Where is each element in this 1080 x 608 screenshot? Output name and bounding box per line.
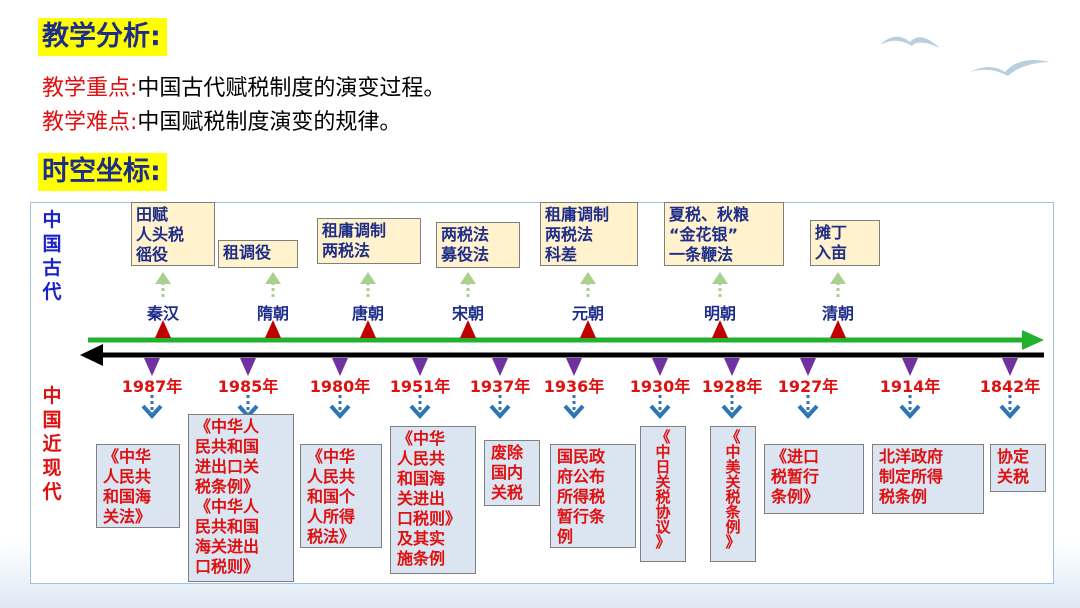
dynasty-marker xyxy=(712,320,728,338)
year-down-arrowhead xyxy=(899,404,921,419)
ancient-event-box: 租调役 xyxy=(218,240,298,268)
ancient-event-box: 租庸调制 两税法 科差 xyxy=(540,202,638,266)
year-label: 1928年 xyxy=(701,377,763,396)
year-marker xyxy=(412,358,428,376)
dynasty-marker xyxy=(265,320,281,338)
ancient-event-box: 租庸调制 两税法 xyxy=(317,218,421,264)
dynasty-marker xyxy=(830,320,846,338)
dynasty-label: 唐朝 xyxy=(351,304,385,323)
dynasty-marker xyxy=(360,320,376,338)
dynasty-marker xyxy=(155,320,171,338)
year-label: 1980年 xyxy=(309,377,371,396)
year-marker xyxy=(240,358,256,376)
modern-event-box: 《中华 人民共 和国个 人所得 税法》 xyxy=(300,444,382,548)
spacetime-heading: 时空坐标: xyxy=(38,153,167,191)
dynasty-up-arrowhead xyxy=(830,272,846,284)
modern-event-box: 《进口 税暂行 条例》 xyxy=(764,444,864,514)
year-down-arrowhead xyxy=(999,404,1021,419)
year-marker xyxy=(566,358,582,376)
year-marker xyxy=(652,358,668,376)
modern-event-box: 《中华 人民共 和国海 关进出 口税则》 及其实 施条例 xyxy=(390,426,476,574)
modern-timeline-arrowhead xyxy=(80,344,103,366)
modern-event-box: 《 中 日 关 税 协 议 》 xyxy=(640,426,686,562)
year-label: 1985年 xyxy=(217,377,279,396)
dynasty-up-arrowhead xyxy=(580,272,596,284)
year-label: 1927年 xyxy=(777,377,839,396)
focus-text: 中国古代赋税制度的演变过程。 xyxy=(137,76,446,101)
year-down-arrowhead xyxy=(141,404,163,419)
dynasty-marker xyxy=(460,320,476,338)
modern-event-box: 废除 国内 关税 xyxy=(484,440,540,506)
year-down-arrowhead xyxy=(563,404,585,419)
dynasty-label: 隋朝 xyxy=(256,304,290,323)
dynasty-marker xyxy=(580,320,596,338)
difficulty-label: 教学难点: xyxy=(42,110,138,135)
year-marker xyxy=(800,358,816,376)
year-label: 1987年 xyxy=(121,377,183,396)
analysis-heading: 教学分析: xyxy=(38,18,167,56)
ancient-event-box: 夏税、秋粮 “金花银” 一条鞭法 xyxy=(664,202,784,266)
dynasty-up-arrowhead xyxy=(712,272,728,284)
ancient-event-box: 摊丁 入亩 xyxy=(810,220,880,266)
focus-label: 教学重点: xyxy=(42,76,138,101)
modern-event-box: 协定 关税 xyxy=(990,444,1046,492)
modern-side-label: 中国近现代 xyxy=(42,385,62,503)
dynasty-label: 宋朝 xyxy=(451,304,485,323)
year-down-arrowhead xyxy=(721,404,743,419)
year-marker xyxy=(492,358,508,376)
dynasty-label: 元朝 xyxy=(571,304,605,323)
year-label: 1842年 xyxy=(979,377,1041,396)
focus-line: 教学重点:中国古代赋税制度的演变过程。 xyxy=(42,74,445,104)
ancient-event-box: 两税法 募役法 xyxy=(436,222,520,268)
dynasty-label: 明朝 xyxy=(703,304,737,323)
year-down-arrowhead xyxy=(797,404,819,419)
year-label: 1951年 xyxy=(389,377,451,396)
ancient-event-box: 田赋 人头税 徭役 xyxy=(131,202,215,266)
year-down-arrowhead xyxy=(489,404,511,419)
dynasty-up-arrowhead xyxy=(155,272,171,284)
dynasty-label: 秦汉 xyxy=(146,304,180,323)
modern-event-box: 国民政 府公布 所得税 暂行条 例 xyxy=(550,444,636,548)
modern-event-box: 北洋政府 制定所得 税条例 xyxy=(872,444,984,514)
year-marker xyxy=(902,358,918,376)
year-label: 1937年 xyxy=(469,377,531,396)
dynasty-up-arrowhead xyxy=(460,272,476,284)
ancient-timeline-arrowhead xyxy=(1022,330,1044,350)
year-marker xyxy=(1002,358,1018,376)
year-label: 1930年 xyxy=(629,377,691,396)
year-down-arrowhead xyxy=(409,404,431,419)
year-label: 1936年 xyxy=(543,377,605,396)
year-marker xyxy=(144,358,160,376)
dynasty-up-arrowhead xyxy=(265,272,281,284)
dynasty-up-arrowhead xyxy=(360,272,376,284)
modern-event-box: 《中华人 民共和国 进出口关 税条例》 《中华人 民共和国 海关进出 口税则》 xyxy=(188,414,294,582)
modern-event-box: 《 中 美 关 税 条 例 》 xyxy=(710,426,756,562)
year-marker xyxy=(724,358,740,376)
year-label: 1914年 xyxy=(879,377,941,396)
dynasty-label: 清朝 xyxy=(821,304,855,323)
difficulty-line: 教学难点:中国赋税制度演变的规律。 xyxy=(42,108,401,138)
year-marker xyxy=(332,358,348,376)
year-down-arrowhead xyxy=(329,404,351,419)
difficulty-text: 中国赋税制度演变的规律。 xyxy=(137,110,402,135)
ancient-side-label: 中国古代 xyxy=(42,209,62,303)
modern-event-box: 《中华 人民共 和国海 关法》 xyxy=(96,444,180,528)
year-down-arrowhead xyxy=(649,404,671,419)
